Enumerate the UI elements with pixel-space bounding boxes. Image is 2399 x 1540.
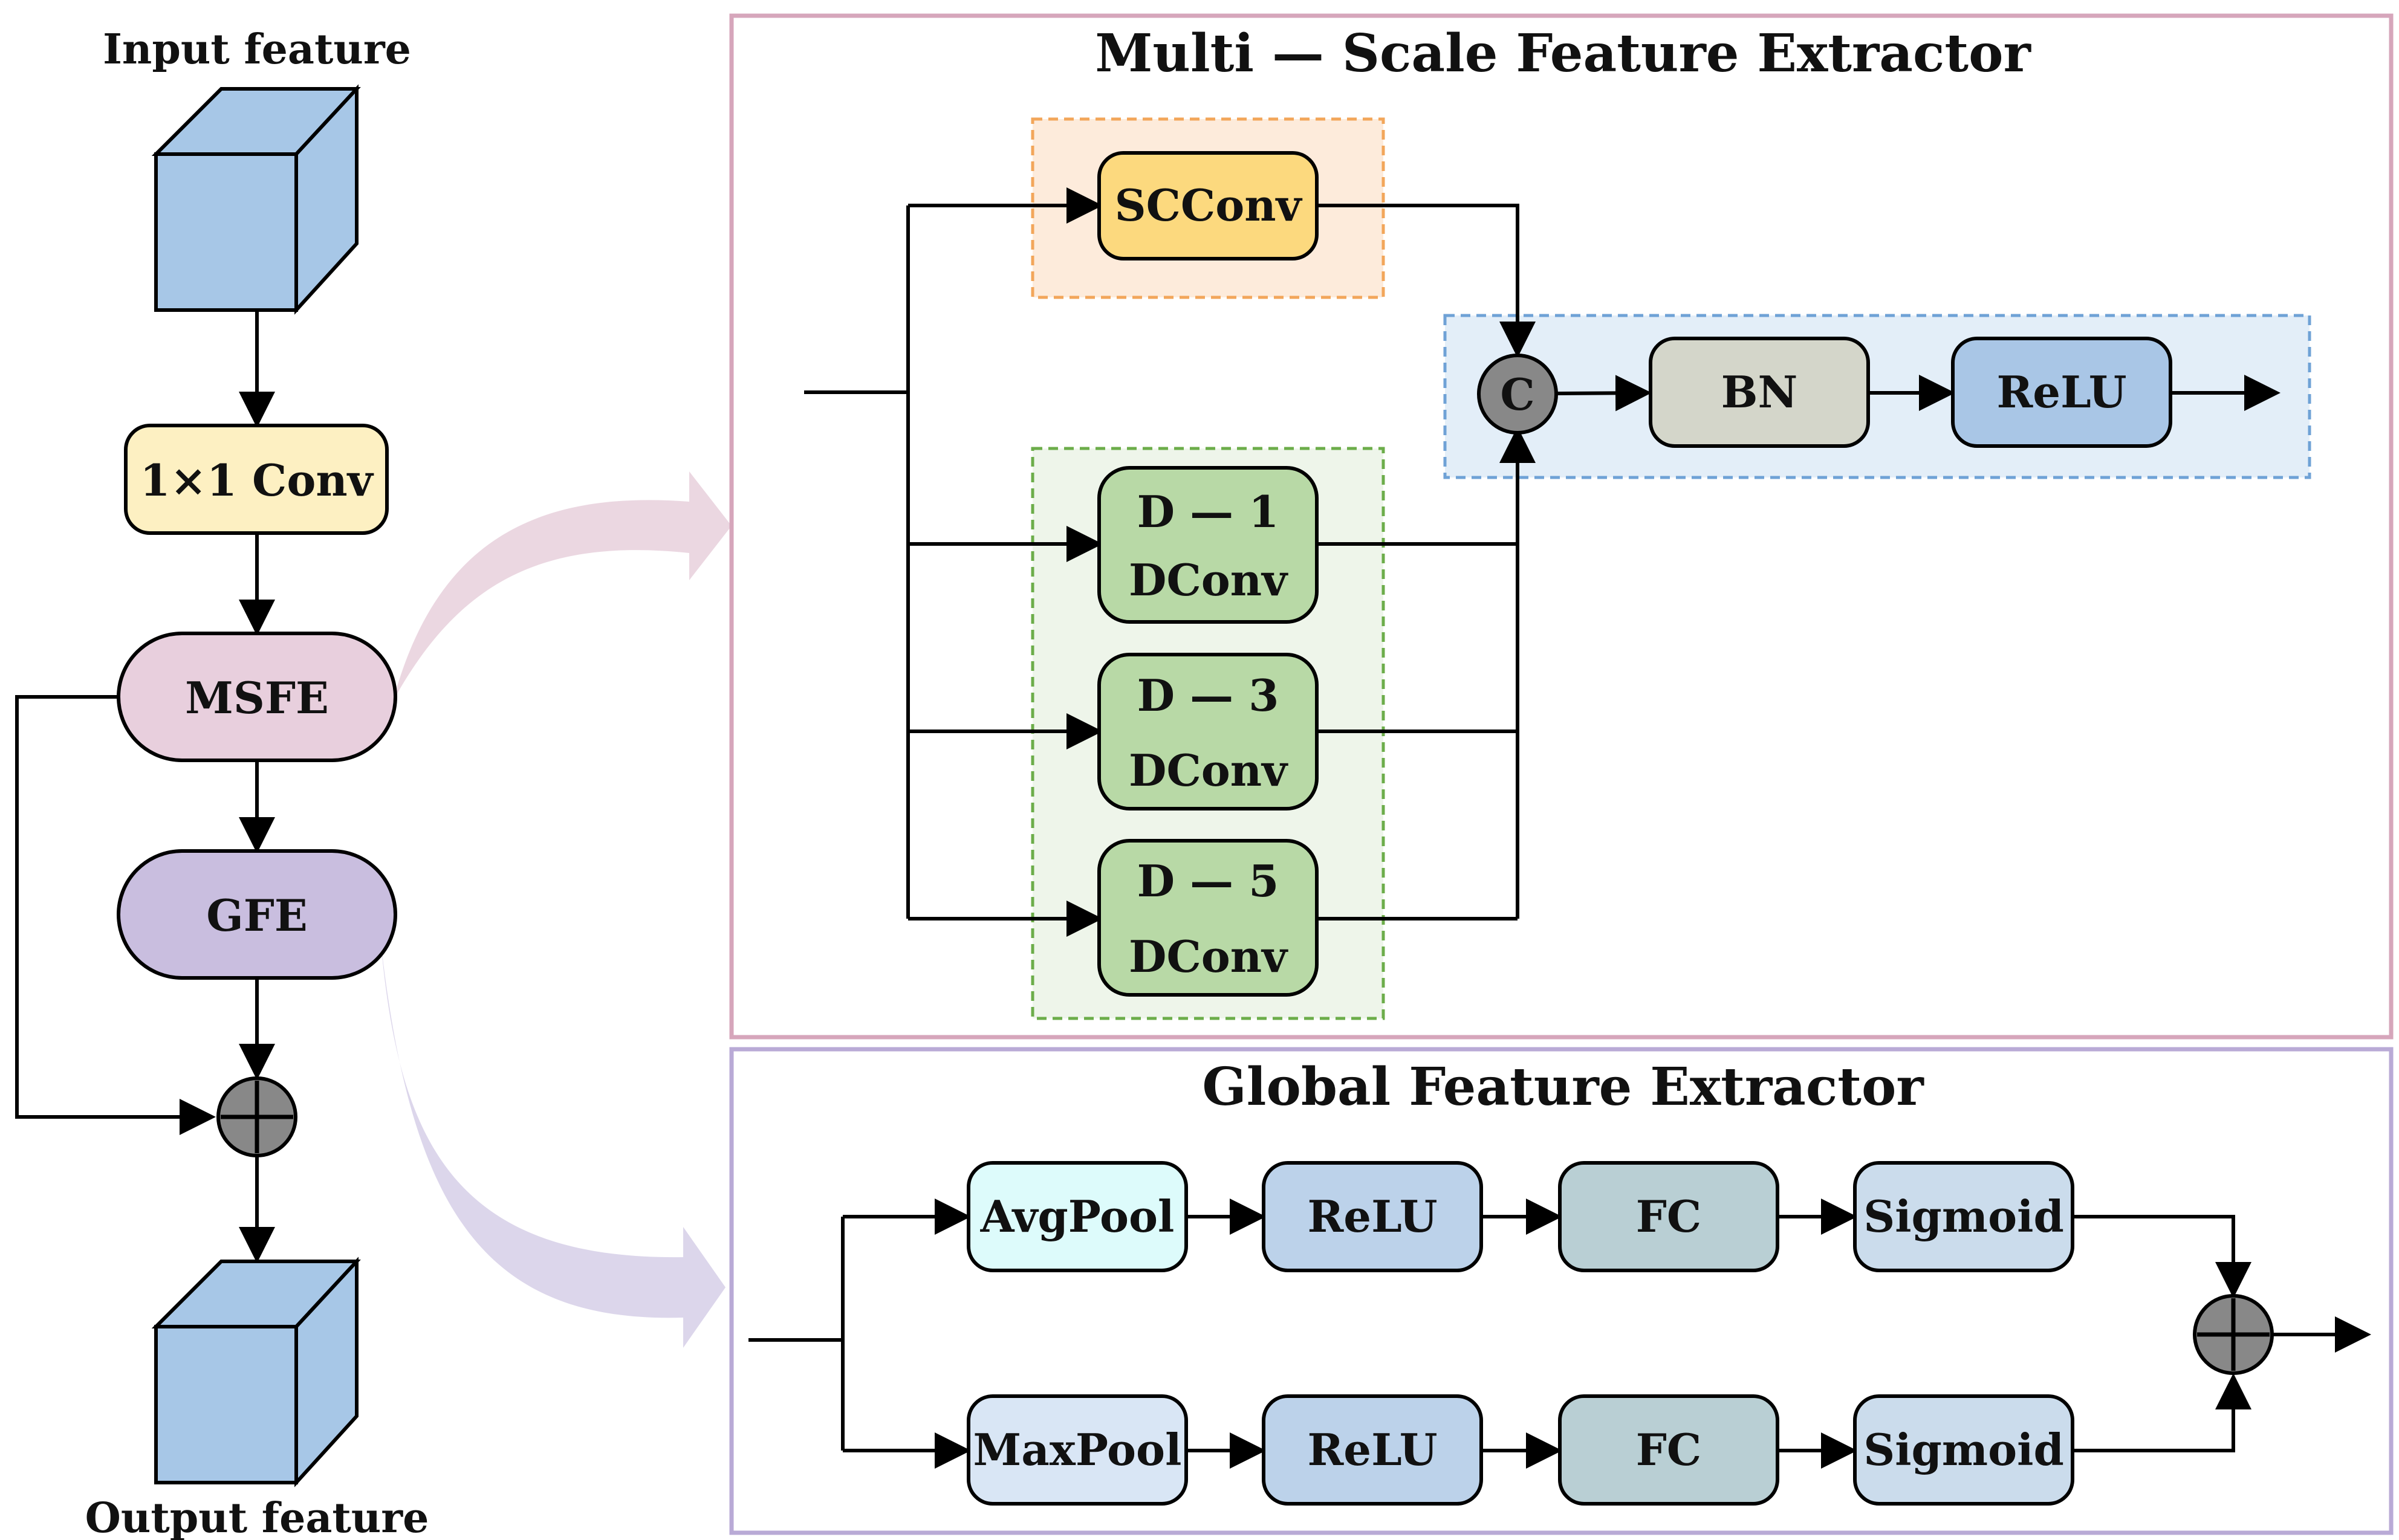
dconv-label-line1: D — 5: [1137, 855, 1279, 907]
output-cube: [151, 1257, 361, 1487]
sigmoid-label: Sigmoid: [1863, 1191, 2064, 1242]
relu-label: ReLU: [1307, 1191, 1437, 1242]
input-feature-caption: Input feature: [103, 25, 411, 74]
fc-label: FC: [1636, 1191, 1701, 1242]
scconv-label: SCConv: [1115, 180, 1303, 231]
conv-1x1-label: 1×1 Conv: [140, 455, 374, 506]
avgpool-label: AvgPool: [980, 1191, 1175, 1242]
dconv-label-line2: DConv: [1129, 931, 1288, 982]
msfe-panel-title: Multi — Scale Feature Extractor: [1095, 23, 2031, 84]
dconv-label-line1: D — 3: [1137, 670, 1279, 721]
dconv-label-line2: DConv: [1129, 554, 1288, 606]
sigmoid-label: Sigmoid: [1863, 1424, 2064, 1475]
residual-add-icon: [216, 1076, 297, 1157]
msfe-panel: [729, 13, 2394, 1040]
gfe-add-icon: [2193, 1294, 2274, 1375]
fc-label: FC: [1636, 1424, 1701, 1475]
gfe-label: GFE: [206, 890, 307, 941]
input-cube: [151, 84, 361, 315]
msfe-expand-arrow: [393, 471, 732, 701]
output-feature-caption: Output feature: [85, 1494, 429, 1540]
dconv-label-line1: D — 1: [1137, 486, 1279, 537]
bn-label: BN: [1721, 366, 1798, 418]
bn-relu-group: [1443, 314, 2311, 479]
dconv-label-line2: DConv: [1129, 745, 1288, 796]
gfe-expand-arrow: [381, 943, 726, 1348]
relu-label: ReLU: [1307, 1424, 1437, 1475]
msfe-label: MSFE: [185, 672, 329, 723]
concat-icon: C: [1477, 354, 1558, 435]
maxpool-label: MaxPool: [973, 1424, 1182, 1475]
svg-text:C: C: [1500, 369, 1534, 420]
relu-label: ReLU: [1996, 366, 2126, 418]
gfe-panel-title: Global Feature Extractor: [1202, 1056, 1924, 1118]
gfe-panel: [729, 1047, 2394, 1535]
